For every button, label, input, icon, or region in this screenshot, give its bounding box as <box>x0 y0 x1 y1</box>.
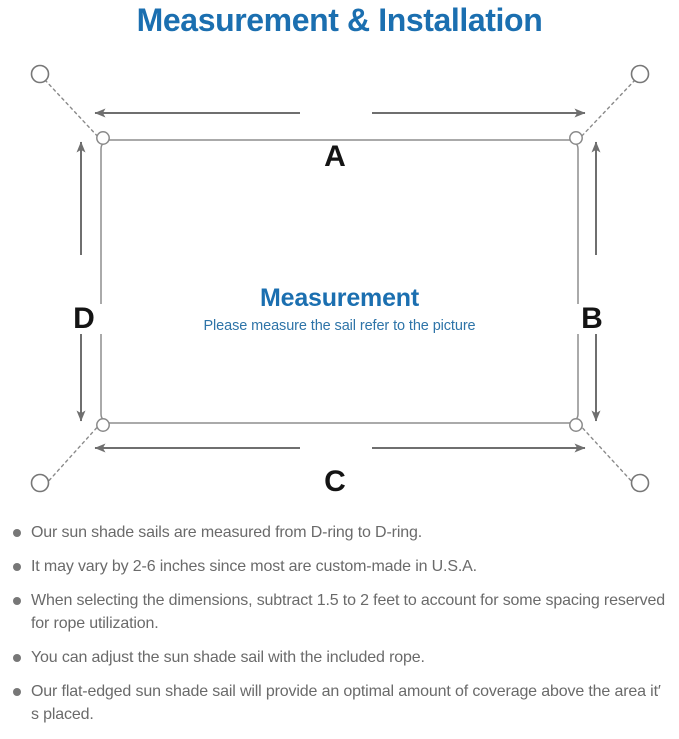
page-title: Measurement & Installation <box>136 2 543 38</box>
anchor-point-top-left <box>30 64 50 84</box>
d-ring-bottom-left <box>96 418 110 432</box>
sail-diagram: Measurement Please measure the sail refe… <box>0 45 679 515</box>
note-text: When selecting the dimensions, subtract … <box>31 592 665 632</box>
rope-line-top-left <box>44 79 102 141</box>
note-text: Our sun shade sails are measured from D-… <box>31 524 423 541</box>
rope-line-bottom-left <box>44 422 102 486</box>
bullet-icon <box>13 688 21 696</box>
anchor-point-top-right <box>630 64 650 84</box>
dimension-label-a: A <box>305 142 365 172</box>
note-text: Our flat-edged sun shade sail will provi… <box>31 683 661 723</box>
dimension-label-d: D <box>62 304 106 334</box>
anchor-point-bottom-right <box>630 473 650 493</box>
bullet-icon <box>13 597 21 605</box>
dimension-label-b: B <box>570 304 614 334</box>
note-item: It may vary by 2-6 inches since most are… <box>0 555 679 578</box>
anchor-point-bottom-left <box>30 473 50 493</box>
rope-line-top-right <box>577 79 636 141</box>
dimension-label-c: C <box>305 467 365 497</box>
note-text: It may vary by 2-6 inches since most are… <box>31 558 477 575</box>
note-item: Our sun shade sails are measured from D-… <box>0 521 679 544</box>
bullet-icon <box>13 654 21 662</box>
note-item: When selecting the dimensions, subtract … <box>0 589 679 635</box>
rope-line-bottom-right <box>577 422 636 486</box>
sail-diagram-svg <box>30 64 650 493</box>
d-ring-top-left <box>96 131 110 145</box>
note-item: You can adjust the sun shade sail with t… <box>0 646 679 669</box>
sail-body <box>100 139 579 424</box>
anchor-points <box>30 64 650 493</box>
bullet-icon <box>13 529 21 537</box>
d-ring-bottom-right <box>569 418 583 432</box>
bullet-icon <box>13 563 21 571</box>
note-item: Our flat-edged sun shade sail will provi… <box>0 680 679 726</box>
d-rings <box>96 131 583 432</box>
note-text: You can adjust the sun shade sail with t… <box>31 649 425 666</box>
d-ring-top-right <box>569 131 583 145</box>
rope-lines <box>44 79 636 486</box>
notes-list: Our sun shade sails are measured from D-… <box>0 521 679 737</box>
